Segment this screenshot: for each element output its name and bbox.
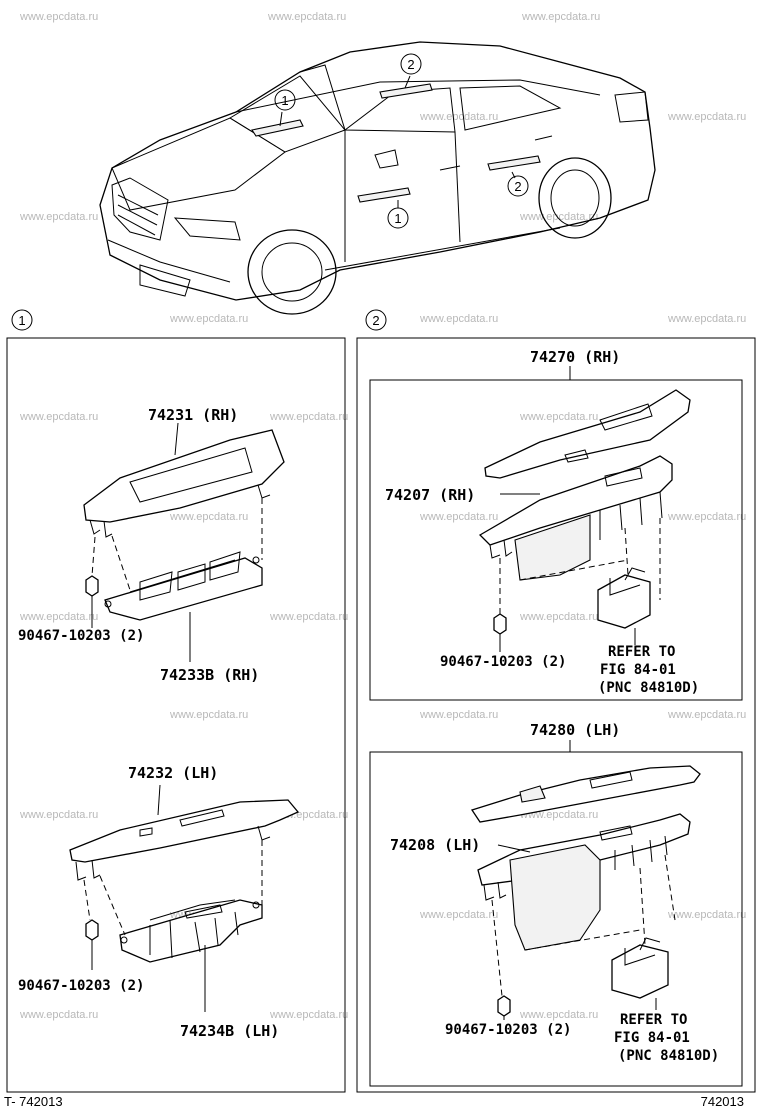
section-callout-circle xyxy=(11,309,33,331)
label-74231: 74231 (RH) xyxy=(148,406,238,424)
label-74270: 74270 (RH) xyxy=(530,348,620,366)
panel-2-rh-group xyxy=(478,389,691,652)
callout-circle xyxy=(507,175,529,197)
watermark: www.epcdata.ru xyxy=(419,313,498,325)
callout-1: 1 xyxy=(281,93,288,108)
panel-2-rh-box xyxy=(369,379,743,701)
rh-switch-cover xyxy=(83,429,285,523)
label-rh-clip: 90467-10203 (2) xyxy=(18,628,144,644)
footer-left: T- 742013 xyxy=(4,1094,63,1109)
panel-2-frame xyxy=(356,337,756,1093)
rh-connector xyxy=(597,574,651,629)
car-callouts: 1 2 1 2 xyxy=(274,53,529,229)
watermark: www.epcdata.ru xyxy=(19,411,98,423)
watermark: www.epcdata.ru xyxy=(19,809,98,821)
label-lh-assembly-clip: 90467-10203 (2) xyxy=(445,1022,571,1038)
watermark: www.epcdata.ru xyxy=(267,11,346,23)
label-rh-assembly-clip: 90467-10203 (2) xyxy=(440,654,566,670)
watermark: www.epcdata.ru xyxy=(519,411,598,423)
car-illustration xyxy=(99,41,656,315)
lh-switch-base xyxy=(119,899,263,963)
watermark: www.epcdata.ru xyxy=(519,211,598,223)
label-74207: 74207 (RH) xyxy=(385,486,475,504)
callout-1: 1 xyxy=(394,211,401,226)
rh-switch-body xyxy=(514,514,591,581)
section-callout-2: 2 xyxy=(372,313,379,328)
watermark: www.epcdata.ru xyxy=(419,111,498,123)
rh-switch-74207 xyxy=(478,455,673,546)
callout-circle xyxy=(387,207,409,229)
callout-2: 2 xyxy=(407,57,414,72)
watermark: www.epcdata.ru xyxy=(419,511,498,523)
watermark: www.epcdata.ru xyxy=(519,1009,598,1021)
panel-2-lh-group xyxy=(470,765,701,1020)
watermark: www.epcdata.ru xyxy=(269,611,348,623)
callout-circle xyxy=(274,89,296,111)
switch-location-front-right xyxy=(357,187,411,203)
watermark: www.epcdata.ru xyxy=(269,411,348,423)
lh-switch-cover xyxy=(69,799,300,863)
label-lh-refer-3: (PNC 84810D) xyxy=(618,1048,719,1064)
watermark: www.epcdata.ru xyxy=(19,1009,98,1021)
watermark: www.epcdata.ru xyxy=(667,709,746,721)
watermark: www.epcdata.ru xyxy=(169,511,248,523)
watermark: www.epcdata.ru xyxy=(169,709,248,721)
section-callout-1: 1 xyxy=(18,313,25,328)
watermark: www.epcdata.ru xyxy=(19,11,98,23)
label-lh-refer-2: FIG 84-01 xyxy=(614,1030,690,1046)
watermark: www.epcdata.ru xyxy=(169,313,248,325)
label-lh-clip: 90467-10203 (2) xyxy=(18,978,144,994)
lh-cover-button xyxy=(519,785,546,803)
watermark: www.epcdata.ru xyxy=(269,1009,348,1021)
switch-location-rear-right xyxy=(379,83,433,99)
lh-connector xyxy=(611,944,669,999)
watermark: www.epcdata.ru xyxy=(667,313,746,325)
panel-1-rh-group xyxy=(83,422,285,662)
label-rh-refer-2: FIG 84-01 xyxy=(600,662,676,678)
watermark: www.epcdata.ru xyxy=(419,909,498,921)
lh-clip xyxy=(85,919,99,941)
watermark: www.epcdata.ru xyxy=(19,611,98,623)
watermark: www.epcdata.ru xyxy=(667,111,746,123)
lh-assembly-cover xyxy=(470,765,701,823)
label-74208: 74208 (LH) xyxy=(390,836,480,854)
rh-clip xyxy=(85,575,99,597)
callout-2: 2 xyxy=(514,179,521,194)
label-lh-refer-1: REFER TO xyxy=(620,1012,687,1028)
watermark: www.epcdata.ru xyxy=(519,611,598,623)
watermark: www.epcdata.ru xyxy=(19,211,98,223)
switch-location-rear-left xyxy=(487,155,541,171)
label-74232: 74232 (LH) xyxy=(128,764,218,782)
watermark: www.epcdata.ru xyxy=(521,11,600,23)
label-rh-refer-1: REFER TO xyxy=(608,644,675,660)
rh-assembly-cover xyxy=(484,389,691,479)
label-74234b: 74234B (LH) xyxy=(180,1022,279,1040)
watermark: www.epcdata.ru xyxy=(667,909,746,921)
callout-circle xyxy=(400,53,422,75)
watermark: www.epcdata.ru xyxy=(667,511,746,523)
rh-switch-base xyxy=(104,557,263,621)
switch-location-front-left xyxy=(251,119,304,137)
label-74233b: 74233B (RH) xyxy=(160,666,259,684)
panel-1-lh-group xyxy=(69,784,300,1012)
watermark: www.epcdata.ru xyxy=(419,709,498,721)
panel-1-frame xyxy=(6,337,346,1093)
section-callout-circle xyxy=(365,309,387,331)
label-74280: 74280 (LH) xyxy=(530,721,620,739)
footer-right: 742013 xyxy=(701,1094,744,1109)
lh-switch-body xyxy=(509,844,601,951)
lh-assembly-clip xyxy=(497,995,511,1017)
label-rh-refer-3: (PNC 84810D) xyxy=(598,680,699,696)
panel-2-lh-box xyxy=(369,751,743,1087)
rh-assembly-clip xyxy=(493,613,507,635)
